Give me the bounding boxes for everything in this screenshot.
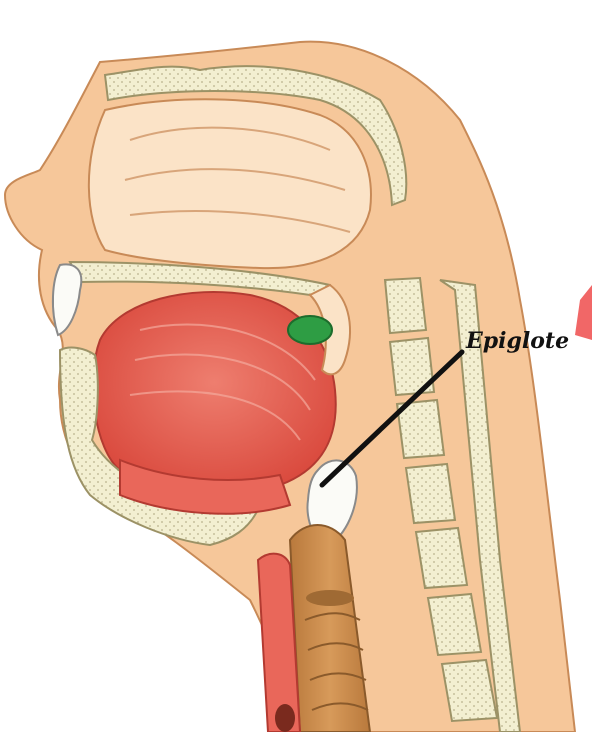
nasal-cavity [89,99,371,268]
epiglote-label: Epiglote [466,328,569,354]
tonsil [288,316,332,344]
accent-mark [575,285,592,340]
